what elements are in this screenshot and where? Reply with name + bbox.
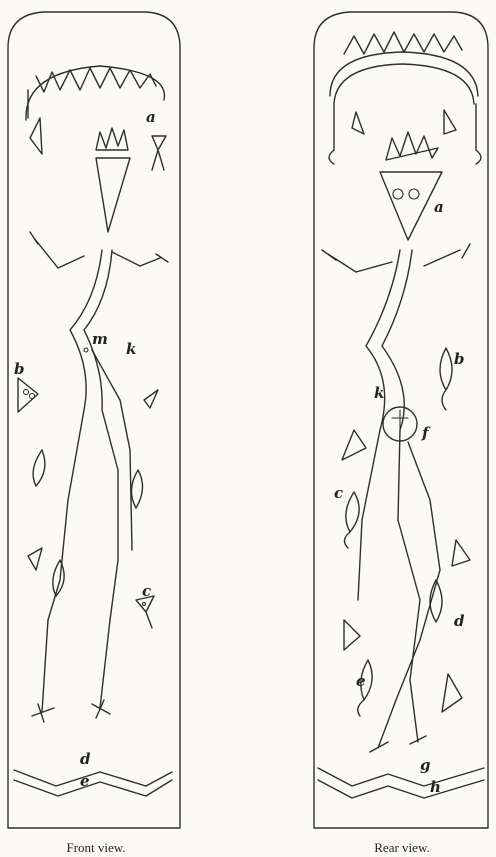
rear-ornament-c-leaf bbox=[344, 492, 359, 548]
front-body-right-line bbox=[84, 250, 118, 620]
front-label-k: k bbox=[126, 340, 136, 358]
rear-label-f: f bbox=[421, 424, 431, 442]
front-label-a: a bbox=[146, 108, 156, 126]
front-headdress-arc bbox=[26, 66, 165, 120]
rear-headdress-arc-outer bbox=[330, 52, 478, 96]
front-pendant-right bbox=[152, 136, 166, 170]
rear-pendant-right bbox=[444, 110, 456, 134]
front-arms bbox=[30, 232, 168, 268]
front-label-b: b bbox=[14, 360, 25, 378]
rear-body-left-line bbox=[358, 250, 400, 600]
rear-medallion-cross bbox=[392, 410, 408, 432]
rear-label-e: e bbox=[356, 672, 366, 690]
front-ornament-b-dot-2 bbox=[30, 394, 35, 399]
rear-hooks bbox=[329, 150, 481, 164]
rear-body-inner-line bbox=[396, 442, 440, 700]
rear-ornament-triangle bbox=[442, 674, 462, 712]
rear-label-b: b bbox=[454, 350, 465, 368]
front-ornament-c bbox=[136, 596, 154, 628]
front-mark-m-dot bbox=[84, 348, 88, 352]
front-label-c: c bbox=[142, 582, 151, 600]
rear-label-d: d bbox=[454, 612, 465, 630]
rear-face-eye-right bbox=[409, 189, 419, 199]
front-ornament-b bbox=[18, 378, 38, 412]
rear-view-panel: a b c d e f g h k Rear view. bbox=[314, 12, 488, 855]
front-headdress-zigzag bbox=[36, 68, 156, 92]
rear-ornament-k-arrow bbox=[342, 430, 366, 460]
rear-ornament-b-leaf bbox=[440, 348, 452, 410]
front-ornament-arrow bbox=[28, 548, 42, 570]
rear-face-eye-left bbox=[393, 189, 403, 199]
front-ornament-leaf-2 bbox=[131, 470, 142, 508]
rear-label-h: h bbox=[430, 778, 441, 796]
rear-panel-outline bbox=[314, 12, 488, 828]
front-ornament-k-triangle bbox=[144, 390, 158, 408]
rear-view-caption: Rear view. bbox=[374, 840, 429, 855]
rear-legs bbox=[370, 680, 426, 752]
rear-label-a: a bbox=[434, 198, 444, 216]
front-pendant-left bbox=[30, 118, 42, 154]
rear-label-k: k bbox=[374, 384, 384, 402]
rear-crown bbox=[386, 132, 438, 160]
rear-base-line-g bbox=[318, 768, 484, 786]
rear-label-c: c bbox=[334, 484, 343, 502]
rear-ornament-arrow-left bbox=[344, 620, 360, 650]
front-ornament-leaf-1 bbox=[33, 450, 45, 486]
rear-body-right-line bbox=[382, 250, 420, 680]
front-label-e: e bbox=[80, 772, 90, 790]
front-body-left-line bbox=[48, 250, 102, 620]
front-base-line-e bbox=[14, 780, 172, 796]
rear-ornament-arrow-right bbox=[452, 540, 470, 566]
front-ornament-leaf-3 bbox=[53, 560, 64, 596]
front-view-caption: Front view. bbox=[66, 840, 125, 855]
front-legs bbox=[32, 620, 110, 722]
rear-headdress-zigzag bbox=[344, 32, 462, 54]
rear-pendant-left bbox=[352, 112, 364, 134]
front-crown bbox=[96, 128, 128, 150]
front-arm-right-link bbox=[112, 252, 140, 266]
rear-label-g: g bbox=[420, 756, 431, 774]
rear-headdress-arc-inner bbox=[334, 64, 474, 104]
front-ornament-c-dot bbox=[143, 603, 146, 606]
front-label-d: d bbox=[80, 750, 91, 768]
rear-base-line-h bbox=[318, 780, 484, 798]
front-label-m: m bbox=[92, 330, 108, 348]
rear-face-triangle bbox=[380, 172, 442, 240]
front-face-triangle bbox=[96, 158, 130, 232]
front-view-panel: a b c d e m k Front view. bbox=[8, 12, 180, 855]
front-ornament-b-dot-1 bbox=[24, 390, 29, 395]
